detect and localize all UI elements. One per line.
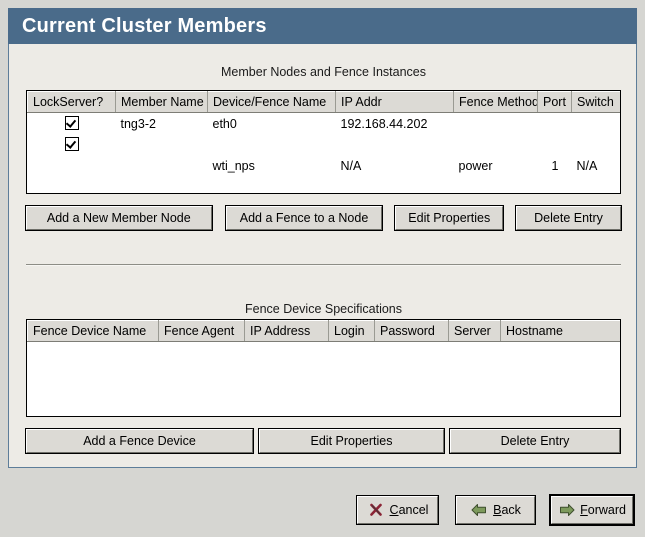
cancel-mnemonic: C [389,503,399,517]
fence-devices-table: Fence Device Name Fence Agent IP Address… [27,320,621,363]
dialog-title: Current Cluster Members [22,14,267,37]
add-fence-device-button[interactable]: Add a Fence Device [25,428,254,454]
cell-device-fence-name: wti_nps [212,158,255,173]
fence-button-row: Add a Fence Device Edit Properties Delet… [25,428,621,454]
members-delete-entry-button[interactable]: Delete Entry [515,205,622,231]
dialog-title-bar: Current Cluster Members [8,8,637,44]
cell-fence-method [454,134,538,155]
back-button[interactable]: Back [455,495,536,525]
cancel-label-rest: ancel [398,503,429,517]
cell-fence-device-name: wti_nps [32,345,75,360]
navigation-bar: Cancel Back Forward [0,480,645,537]
column-header-switch[interactable]: Switch [571,91,620,113]
column-header-fence-agent[interactable]: Fence Agent [158,320,245,342]
back-label-rest: ack [501,503,521,517]
lockserver-checkbox[interactable] [65,137,79,151]
table-row[interactable]: wti_nps fence_wti 172.31.100.1 N/A p455w… [28,342,621,363]
column-header-login[interactable]: Login [328,320,375,342]
column-header-fence-device-name[interactable]: Fence Device Name [27,320,159,342]
members-table-container[interactable]: LockServer? Member Name Device/Fence Nam… [26,90,621,194]
members-button-row: Add a New Member Node Add a Fence to a N… [25,205,622,231]
column-header-server[interactable]: Server [448,320,501,342]
fence-table-header-row: Fence Device Name Fence Agent IP Address… [27,320,620,342]
arrow-left-icon [470,503,488,517]
cell-lockserver[interactable] [28,113,116,135]
cell-lockserver [28,155,116,176]
forward-button[interactable]: Forward [549,494,635,526]
add-new-member-node-button[interactable]: Add a New Member Node [25,205,213,231]
cell-port [538,113,572,135]
column-header-lockserver[interactable]: LockServer? [27,91,116,113]
add-fence-to-node-button[interactable]: Add a Fence to a Node [224,205,384,231]
members-section-title: Member Nodes and Fence Instances [221,65,426,79]
column-header-fence-method[interactable]: Fence Method [453,91,538,113]
fence-section-title: Fence Device Specifications [244,302,403,316]
cell-device-fence-name: eth0 [212,116,237,131]
members-edit-properties-button[interactable]: Edit Properties [394,205,505,231]
back-button-label: Back [493,503,521,517]
section-separator [26,264,621,266]
members-table-header-row: LockServer? Member Name Device/Fence Nam… [27,91,620,113]
cell-fence-method: power [458,158,493,173]
table-row[interactable]: tng3-2 eth0 192.168.44.202 [28,113,621,135]
fence-table-container[interactable]: Fence Device Name Fence Agent IP Address… [26,319,621,417]
cancel-button-label: Cancel [390,503,429,517]
column-header-device-fence-name[interactable]: Device/Fence Name [207,91,336,113]
column-header-port[interactable]: Port [537,91,572,113]
cell-port [538,134,572,155]
cell-member-name: tng3-2 [120,116,156,131]
cell-port: 1 [551,158,559,173]
cell-ip-addr: 192.168.44.202 [340,116,428,131]
column-header-member-name[interactable]: Member Name [115,91,208,113]
cell-server: N/A [453,345,475,360]
cell-switch [572,134,621,155]
cell-hostname: N/A [505,345,527,360]
cell-ip-addr: 192.168.44.201 [340,137,428,152]
cell-login: N/A [333,345,355,360]
column-header-ip-address[interactable]: IP Address [244,320,329,342]
forward-button-label: Forward [580,503,626,517]
cell-fence-agent: fence_wti [163,345,217,360]
column-header-ip-addr[interactable]: IP Addr [335,91,454,113]
cell-ip-address: 172.31.100.1 [249,345,323,360]
forward-label-rest: orward [587,503,626,517]
cell-switch: N/A [576,158,598,173]
fence-delete-entry-button[interactable]: Delete Entry [449,428,621,454]
cancel-button[interactable]: Cancel [356,495,439,525]
table-row[interactable]: tng3-1 eth0 192.168.44.201 [28,134,621,155]
cell-device-fence-name: eth0 [212,137,237,152]
column-header-password[interactable]: Password [374,320,449,342]
fence-edit-properties-button[interactable]: Edit Properties [258,428,445,454]
table-row[interactable]: wti_nps N/A power 1 N/A [28,155,621,176]
column-header-hostname[interactable]: Hostname [500,320,620,342]
forward-mnemonic: F [580,503,588,517]
close-x-icon [367,503,385,517]
lockserver-checkbox[interactable] [65,116,79,130]
members-table: LockServer? Member Name Device/Fence Nam… [27,91,621,176]
cell-lockserver[interactable] [28,134,116,155]
cell-member-name [116,155,208,176]
dialog-content-panel: Member Nodes and Fence Instances LockSer… [8,44,637,468]
back-mnemonic: B [493,503,502,517]
cell-ip-addr: N/A [340,158,362,173]
arrow-right-icon [558,503,575,517]
cell-member-name: tng3-1 [120,137,156,152]
cell-fence-method [454,113,538,135]
cell-switch [572,113,621,135]
cell-password: p455w3rd [379,345,435,360]
